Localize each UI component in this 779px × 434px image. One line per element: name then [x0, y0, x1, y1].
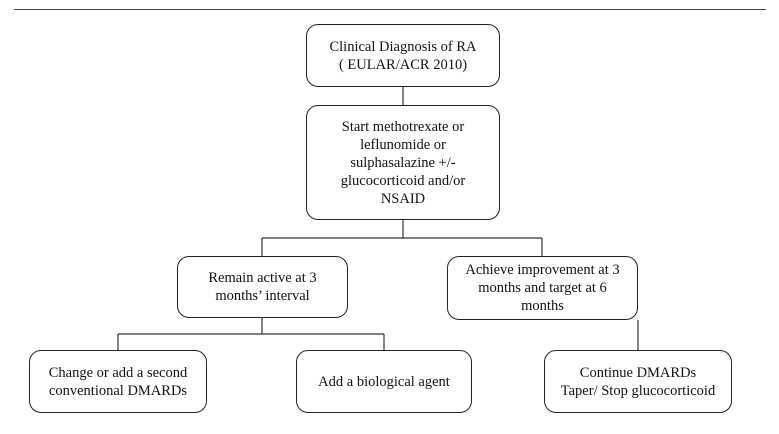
achieve-improvement-node: Achieve improvement at 3 months and targ…	[447, 256, 638, 320]
achieve-improvement-label: Achieve improvement at 3 months and targ…	[465, 262, 620, 314]
remain-active-label: Remain active at 3 months’ interval	[208, 270, 317, 304]
add-biological-label: Add a biological agent	[318, 373, 450, 390]
continue-dmards-label: Continue DMARDs Taper/ Stop glucocortico…	[560, 364, 716, 399]
change-dmards-node: Change or add a second conventional DMAR…	[29, 350, 207, 413]
diagnosis-node: Clinical Diagnosis of RA ( EULAR/ACR 201…	[306, 24, 500, 87]
continue-dmards-node: Continue DMARDs Taper/ Stop glucocortico…	[544, 350, 732, 413]
diagnosis-label: Clinical Diagnosis of RA ( EULAR/ACR 201…	[329, 38, 477, 73]
change-dmards-label: Change or add a second conventional DMAR…	[48, 364, 188, 399]
start-treatment-label: Start methotrexate or leflunomide or sul…	[340, 118, 466, 207]
header-rule	[14, 9, 766, 10]
remain-active-node: Remain active at 3 months’ interval	[177, 256, 348, 318]
add-biological-node: Add a biological agent	[296, 350, 472, 413]
start-treatment-node: Start methotrexate or leflunomide or sul…	[306, 105, 500, 220]
